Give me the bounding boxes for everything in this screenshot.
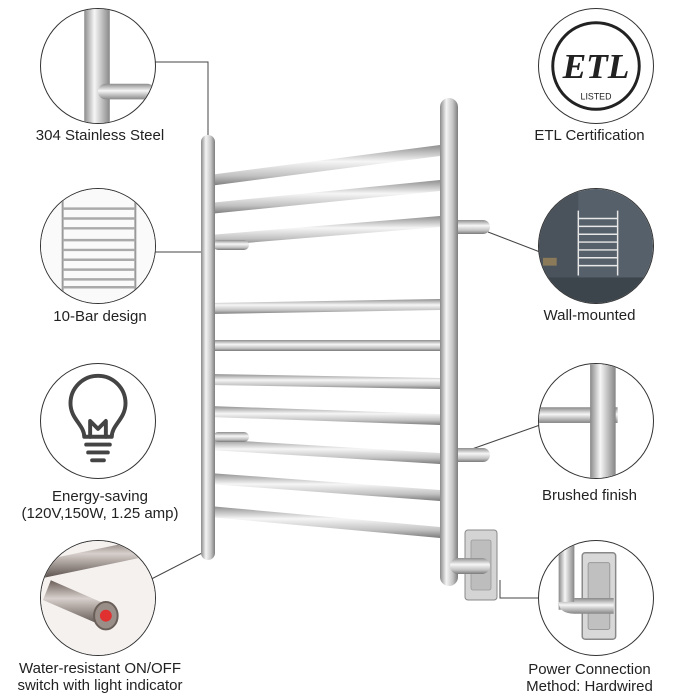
switch-label-line2: switch with light indicator <box>17 677 183 694</box>
power-label-line1: Power Connection <box>528 661 651 678</box>
etl-label: ETL Certification <box>534 127 645 144</box>
wall-label: Wall-mounted <box>543 307 636 324</box>
steel-closeup-circle <box>40 8 156 124</box>
energy-label: Energy-saving (120V,150W, 1.25 amp) <box>0 488 200 522</box>
standoff-top-left <box>213 240 249 250</box>
left-post <box>201 135 215 560</box>
power-label-line2: Method: Hardwired <box>526 678 653 695</box>
etl-mark-letters: ETL <box>562 46 630 86</box>
etl-mark-sub: LISTED <box>581 91 612 101</box>
energy-label-line1: Energy-saving <box>52 488 148 505</box>
energy-label-line2: (120V,150W, 1.25 amp) <box>21 505 179 522</box>
energy-circle <box>40 363 156 479</box>
bars-closeup-circle <box>40 188 156 304</box>
etl-circle: ETL LISTED <box>538 8 654 124</box>
power-label: Power Connection Method: Hardwired <box>500 661 679 695</box>
power-switch-icon <box>41 541 155 655</box>
etl-listed-icon: ETL LISTED <box>551 21 641 111</box>
rack-bars <box>209 145 440 538</box>
steel-label: 304 Stainless Steel <box>35 127 165 144</box>
switch-label-line1: Water-resistant ON/OFF <box>19 660 181 677</box>
wall-circle <box>538 188 654 304</box>
light-bulb-icon <box>68 373 128 463</box>
steel-closeup-icon <box>84 9 155 123</box>
indicator-light <box>99 609 112 622</box>
brushed-finish-icon <box>539 364 618 478</box>
bars-label: 10-Bar design <box>53 308 147 325</box>
bathroom-wall-icon <box>539 189 653 303</box>
right-post <box>440 98 458 586</box>
mount-arm <box>450 558 490 574</box>
switch-circle <box>40 540 156 656</box>
power-circle <box>538 540 654 656</box>
finish-label: Brushed finish <box>541 487 638 504</box>
standoff-bottom-left <box>213 432 249 442</box>
connector-power <box>499 580 540 599</box>
bars-closeup-icon <box>41 189 155 303</box>
wall-mount-bracket-icon <box>558 541 617 641</box>
finish-circle <box>538 363 654 479</box>
towel-rack-illustration <box>201 98 498 601</box>
switch-label: Water-resistant ON/OFF switch with light… <box>0 660 200 694</box>
